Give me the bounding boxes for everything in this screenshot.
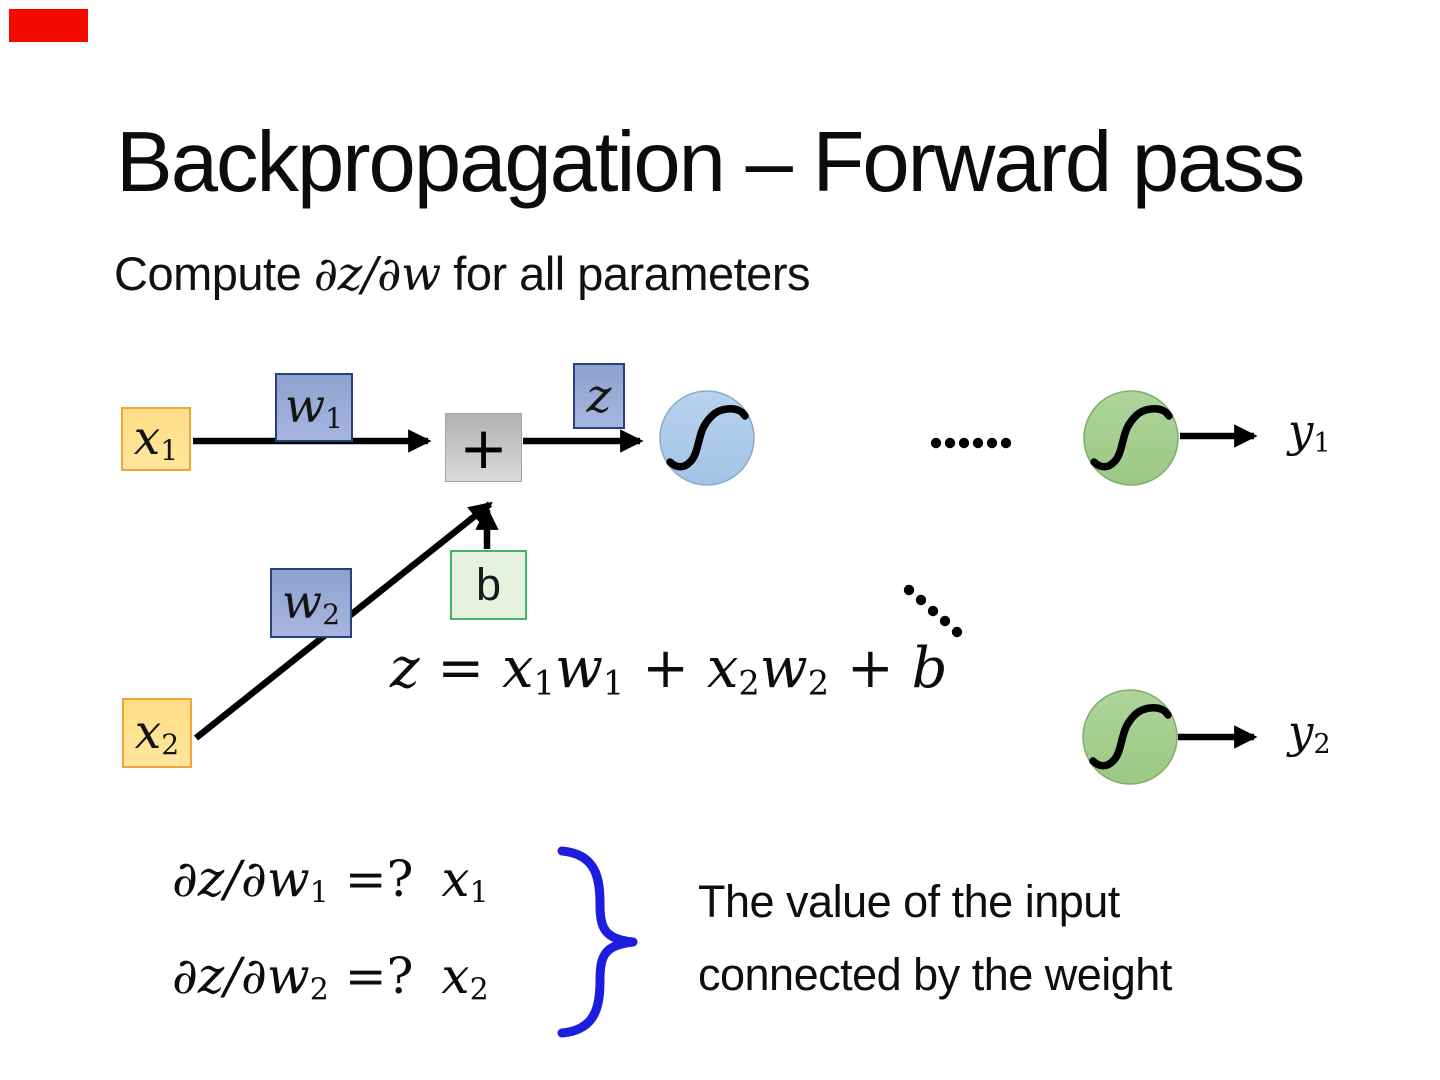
forward-equation: z = x1w1 + x2w2 + b [390, 636, 948, 703]
red-marker [9, 9, 88, 42]
sigmoid-icon [1093, 708, 1168, 766]
bias-node: b [450, 550, 527, 620]
subtitle-math: ∂z/∂w [313, 247, 441, 302]
sum-node: + [445, 413, 522, 482]
node-label: x1 [133, 410, 179, 468]
neurons [659, 390, 1179, 785]
derivative-answer: x2 [441, 947, 489, 1008]
node-label: w2 [281, 574, 341, 632]
note-line-1: The value of the input [698, 876, 1120, 927]
ellipsis-diagonal [903, 584, 963, 638]
note-line-2: connected by the weight [698, 948, 1172, 1000]
output-label-y1: y1 [1288, 404, 1331, 459]
node-label: w1 [284, 379, 344, 436]
derivative-row-2: ∂z/∂w2 =?x2 [172, 947, 489, 1008]
sigmoid-icon [1094, 409, 1169, 467]
sigmoid-icon [670, 409, 745, 467]
derivative-answer: x1 [441, 850, 489, 911]
neuron-green-top-circle [1083, 390, 1179, 486]
page-title: Backpropagation – Forward pass [116, 115, 1305, 210]
output-label-y2: y2 [1288, 705, 1331, 760]
neuron-green-bottom-circle [1082, 689, 1178, 785]
node-label: x2 [134, 704, 180, 762]
node-label: b [475, 559, 502, 610]
neuron-blue-circle [659, 390, 755, 486]
input-node-x2: x2 [122, 698, 192, 768]
input-node-x1: x1 [121, 407, 191, 471]
plus-icon: + [459, 413, 508, 482]
z-label-node: z [573, 363, 625, 429]
subtitle: Compute ∂z/∂w for all parameters [114, 247, 810, 302]
weight-node-w1: w1 [275, 373, 353, 442]
annotation-note: The value of the input connected by the … [698, 866, 1172, 1012]
node-label: z [586, 368, 612, 424]
derivative-row-1: ∂z/∂w1 =?x1 [172, 850, 489, 911]
curly-brace [557, 846, 638, 1038]
weight-node-w2: w2 [270, 568, 352, 638]
ellipsis-horizontal [930, 437, 1012, 449]
